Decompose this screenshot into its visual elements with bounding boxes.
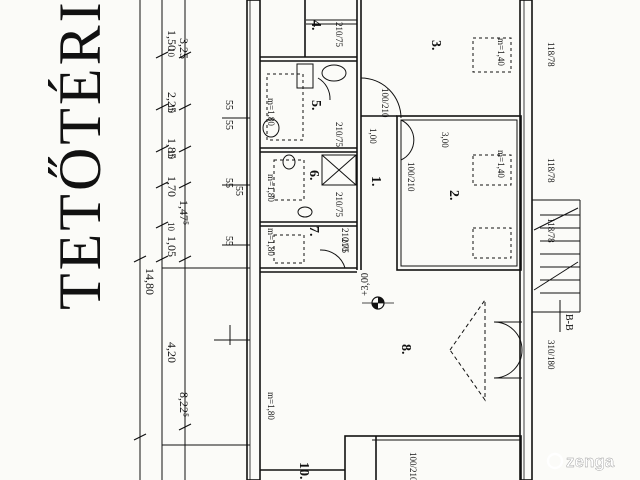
dim-label: 1,05 bbox=[165, 236, 179, 257]
dim-label: 10 bbox=[166, 150, 176, 160]
dim-label: 1,50 bbox=[165, 30, 179, 51]
plan-title: TETŐTÉRI A bbox=[47, 0, 113, 310]
dim-label: 1,70 bbox=[165, 176, 179, 197]
window-label: 310/180 bbox=[546, 340, 556, 370]
room-number: 5. bbox=[308, 100, 323, 111]
room-number: 2. bbox=[446, 190, 461, 201]
dim-label: 1,85 bbox=[165, 138, 179, 159]
door-label: 210/75 bbox=[334, 122, 344, 148]
door-label: 210 bbox=[340, 238, 350, 252]
door-label: 210/75 bbox=[334, 192, 344, 218]
dimension-chains bbox=[133, 0, 250, 480]
window-label: 118/78 bbox=[546, 218, 556, 243]
skylights bbox=[266, 37, 512, 264]
window-labels: 118/78 118/78 118/78 310/180 bbox=[546, 42, 556, 370]
room-number: 3. bbox=[428, 40, 443, 51]
height-labels: m=1,80 m=1,80 m=1,80 m=1,80 m=1,40 m=1,4… bbox=[266, 38, 506, 420]
section-mark: B-B bbox=[563, 314, 574, 331]
dimension-labels: 1,50 3,25 2,25 1,85 1,70 1,47⁵ 1,05 4,20… bbox=[143, 30, 191, 417]
window-label: 118/78 bbox=[546, 158, 556, 183]
zenga-logo: zenga bbox=[546, 452, 615, 471]
dim-label: 1,47⁵ bbox=[177, 200, 191, 225]
room-number: 6. bbox=[306, 170, 321, 181]
door-label: 3,00 bbox=[440, 132, 450, 148]
window-label: 118/78 bbox=[546, 42, 556, 67]
room-number: 7. bbox=[306, 226, 321, 237]
room-height: m=1,40 bbox=[496, 150, 506, 178]
staircase bbox=[532, 199, 581, 332]
dim-total: 14,80 bbox=[143, 268, 157, 295]
wall-mark: 55 bbox=[223, 100, 234, 110]
door-label: 100/210 bbox=[380, 88, 390, 118]
door-label: 100/210 bbox=[406, 162, 416, 192]
room-height: m=1,80 bbox=[266, 228, 276, 256]
door-labels: 210/75 210/75 100/210 210/75 210/75 100/… bbox=[334, 22, 450, 480]
door-label: 210/75 bbox=[334, 22, 344, 48]
wall-mark: 55 bbox=[223, 120, 234, 130]
wall-mark-lines bbox=[214, 117, 250, 345]
room-height: m=1,40 bbox=[496, 38, 506, 66]
wall-mark-labels: 55 55 55 55 55 bbox=[223, 100, 244, 246]
dim-label: 4,20 bbox=[165, 342, 179, 363]
door-label: 210/75 bbox=[340, 228, 350, 254]
watermark-text: zenga bbox=[566, 452, 615, 471]
level-marker bbox=[362, 296, 394, 310]
walls bbox=[246, 0, 533, 480]
dim-label: 10 bbox=[166, 104, 176, 114]
room-number: 8. bbox=[398, 344, 413, 355]
room-number: 4. bbox=[308, 20, 323, 31]
room-number: 10. bbox=[296, 462, 311, 480]
dim-label: 10 bbox=[166, 48, 176, 58]
room-height: m=1,80 bbox=[266, 174, 276, 202]
room-labels: 1. 2. 3. 4. 5. 6. 7. 8. 10. bbox=[296, 20, 461, 480]
dim-label: 3,25 bbox=[177, 38, 191, 59]
dim-label: 8,22⁵ bbox=[177, 392, 191, 417]
wall-mark: 55 bbox=[223, 236, 234, 246]
dim-label: 10 bbox=[166, 222, 176, 232]
door-label: 1,00 bbox=[368, 128, 378, 144]
room-number: 1. bbox=[368, 176, 383, 187]
room-height: m=1,80 bbox=[266, 98, 276, 126]
door-label: 100/210 bbox=[408, 452, 418, 480]
doors bbox=[317, 77, 523, 402]
wall-mark: 55 bbox=[223, 178, 234, 188]
dim-label: 2,25 bbox=[165, 92, 179, 113]
fixtures bbox=[262, 19, 357, 218]
level-label: +3,00 bbox=[360, 273, 371, 296]
room-height: m=1,80 bbox=[266, 392, 276, 420]
wall-mark: 55 bbox=[233, 186, 244, 196]
